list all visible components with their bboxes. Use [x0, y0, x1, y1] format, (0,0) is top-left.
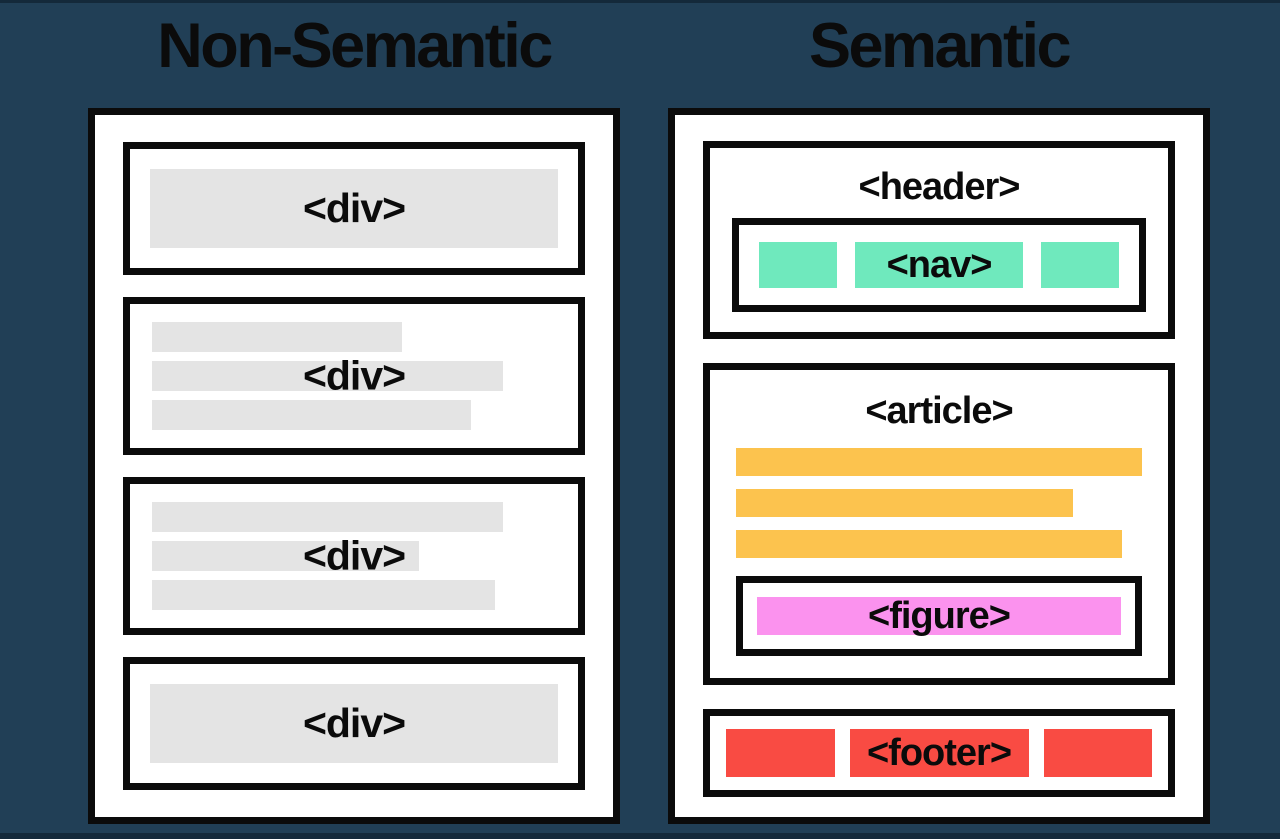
article-text-line-bar [736, 448, 1142, 476]
div-block-1-fill: <div> [150, 169, 558, 248]
footer-item-right [1043, 729, 1153, 777]
semantic-title: Semantic [808, 11, 1072, 81]
figure-fill: <figure> [757, 597, 1121, 635]
div-block-4-fill: <div> [150, 684, 558, 763]
text-line-bar [152, 502, 504, 532]
nav-item-right [1040, 242, 1120, 288]
text-line-bar [152, 580, 496, 610]
div-tag-label: <div> [302, 352, 406, 399]
div-block-1: <div> [123, 142, 585, 275]
nav-item-center: <nav> [855, 242, 1023, 288]
div-tag-label: <div> [302, 532, 406, 579]
footer-item-left [726, 729, 835, 777]
text-line-bar [152, 541, 419, 571]
figure-tag-label: <figure> [868, 595, 1011, 637]
header-tag-label: <header> [858, 166, 1021, 208]
header-block: <header> <nav> [703, 141, 1175, 339]
nav-item-left [759, 242, 838, 288]
text-line-bar [152, 322, 403, 352]
article-tag-label: <article> [865, 390, 1013, 432]
footer-item-center: <footer> [849, 729, 1029, 777]
text-line-bar [152, 400, 472, 430]
footer-tag-label: <footer> [866, 732, 1012, 774]
div-tag-label: <div> [302, 700, 406, 746]
non-semantic-panel: <div> <div> <div> <div> [88, 108, 620, 824]
non-semantic-title: Non-Semantic [157, 11, 553, 81]
div-block-4: <div> [123, 657, 585, 790]
nav-tag-label: <nav> [886, 244, 993, 286]
canvas-bottom-edge [0, 833, 1280, 839]
div-block-2: <div> [123, 297, 585, 455]
article-text-line-bar [736, 530, 1122, 558]
div-tag-label: <div> [302, 185, 406, 231]
nav-block: <nav> [732, 218, 1146, 312]
text-line-bar [152, 361, 504, 391]
figure-block: <figure> [736, 576, 1142, 656]
footer-block: <footer> [703, 709, 1175, 797]
article-text-line-bar [736, 489, 1073, 517]
article-block: <article> <figure> [703, 363, 1175, 685]
semantic-panel: <header> <nav> <article> <figure> <foote… [668, 108, 1210, 824]
canvas-top-edge [0, 0, 1280, 3]
div-block-3: <div> [123, 477, 585, 635]
